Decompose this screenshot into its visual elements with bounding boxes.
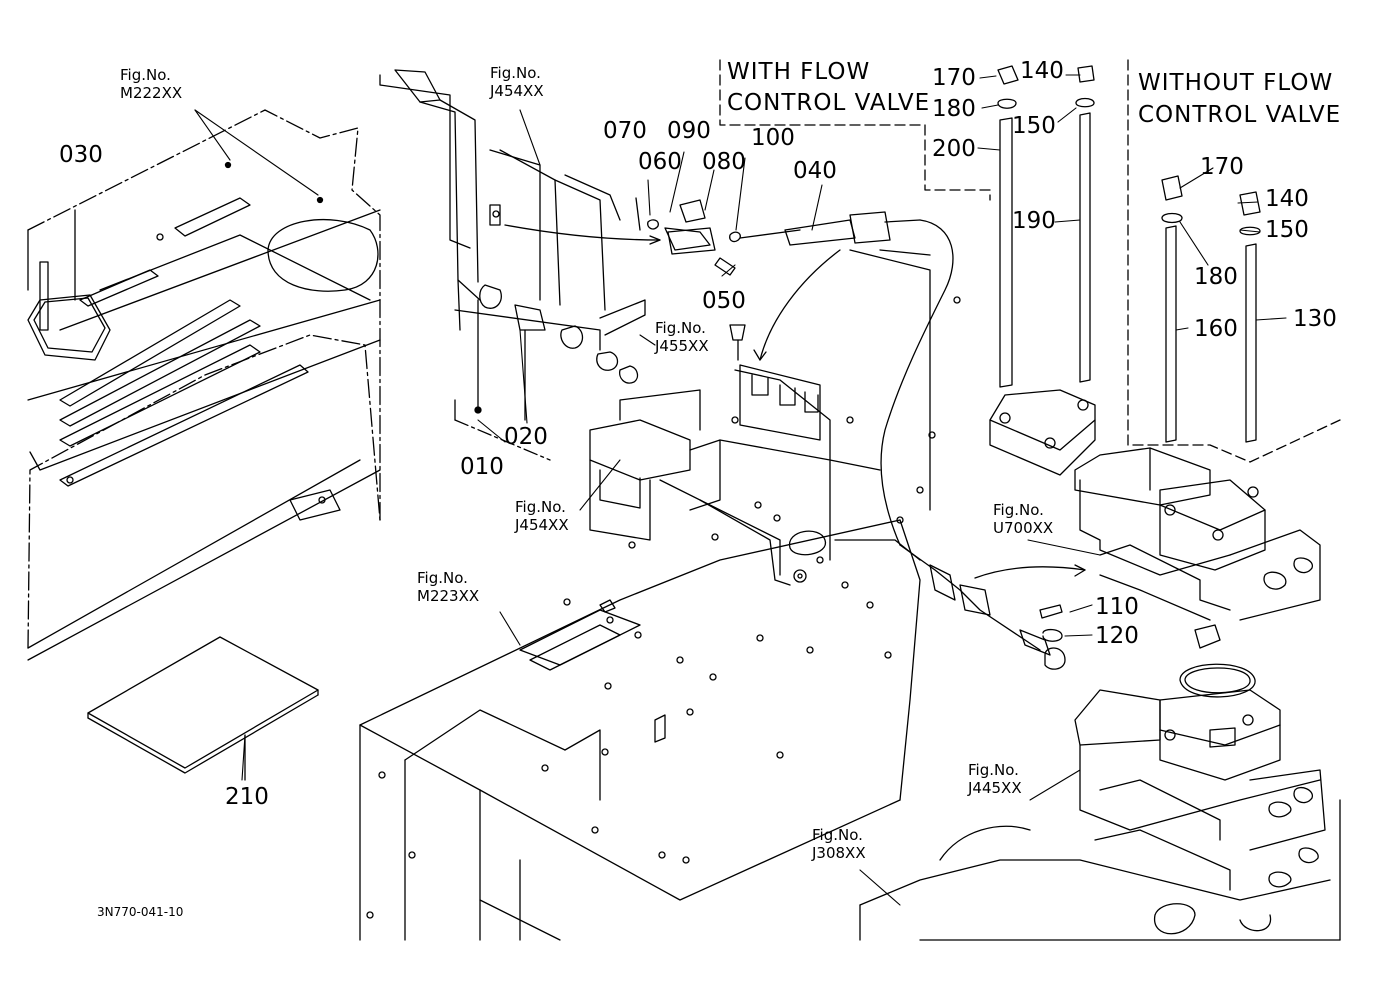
drawing-code: 3N770-041-10 [97,905,184,919]
cable-040-drawing [504,197,1086,670]
fig-ref-label: Fig.No. [655,319,706,337]
fig-ref-u700: Fig.No.U700XX [993,501,1053,537]
fig-ref-label: Fig.No. [490,64,541,82]
part-label-070: 070 [603,118,647,144]
lower-valve-drawing [859,689,1341,941]
fig-ref-code: U700XX [993,519,1054,537]
part-label-130: 130 [1293,306,1337,332]
manual-book-210-drawing [87,636,319,781]
fig-ref-label: Fig.No. [120,66,171,84]
fig-ref-label: Fig.No. [417,569,468,587]
part-label-170-without: 170 [1200,154,1244,180]
part-label-090: 090 [667,118,711,144]
part-label-180-with: 180 [932,96,976,122]
part-label-210: 210 [225,784,269,810]
part-label-150-without: 150 [1265,217,1309,243]
fig-ref-j445: Fig.No.J445XX [968,761,1022,797]
fig-ref-code: J454XX [490,82,544,100]
without-flow-region [1127,59,1341,463]
part-label-050: 050 [702,288,746,314]
without-flow-title-line1: WITHOUT FLOW [1138,70,1334,96]
without-flow-title-line2: CONTROL VALVE [1138,102,1342,128]
pedal-030-drawing [27,209,111,361]
fig-ref-label: Fig.No. [993,501,1044,519]
with-flow-studs-drawing [989,65,1096,476]
part-label-020: 020 [504,424,548,450]
fig-ref-code: J454XX [515,516,569,534]
part-label-140-with: 140 [1020,58,1064,84]
with-flow-title-line1: WITH FLOW [727,59,871,85]
without-flow-studs-drawing [1161,175,1261,443]
fig-ref-label: Fig.No. [515,498,566,516]
part-label-100: 100 [751,125,795,151]
part-label-030: 030 [59,142,103,168]
fig-ref-code: J445XX [968,779,1022,797]
part-label-120: 120 [1095,623,1139,649]
fig-ref-code: M223XX [417,587,480,605]
part-label-140-without: 140 [1265,186,1309,212]
part-label-060: 060 [638,149,682,175]
leader-lines [194,74,1287,906]
main-frame-drawing [359,249,931,941]
floor-panel-drawing [27,109,381,661]
fig-ref-label: Fig.No. [812,826,863,844]
fig-ref-j308: Fig.No.J308XX [812,826,866,862]
part-label-080: 080 [702,149,746,175]
fig-ref-m223: Fig.No.M223XX [417,569,479,605]
part-label-150-with: 150 [1012,113,1056,139]
fig-ref-j455: Fig.No.J455XX [655,319,709,355]
part-label-040: 040 [793,158,837,184]
fig-ref-code: M222XX [120,84,183,102]
fig-ref-j454-mid: Fig.No.J454XX [515,498,569,534]
valve-block-drawing [1074,447,1321,698]
part-label-190: 190 [1012,208,1056,234]
part-label-180-without: 180 [1194,264,1238,290]
part-label-010: 010 [460,454,504,480]
part-label-200: 200 [932,136,976,162]
fig-ref-code: J455XX [655,337,709,355]
with-flow-title-line2: CONTROL VALVE [727,90,931,116]
part-label-160: 160 [1194,316,1238,342]
fig-ref-code: J308XX [812,844,866,862]
fig-ref-j454-top: Fig.No.J454XX [490,64,544,100]
with-flow-region [719,59,991,201]
part-label-110: 110 [1095,594,1139,620]
lever-assembly-drawing [379,69,646,461]
fig-ref-label: Fig.No. [968,761,1019,779]
part-label-170-with: 170 [932,65,976,91]
frame-holes [366,296,961,919]
fig-ref-m222: Fig.No.M222XX [120,66,182,102]
